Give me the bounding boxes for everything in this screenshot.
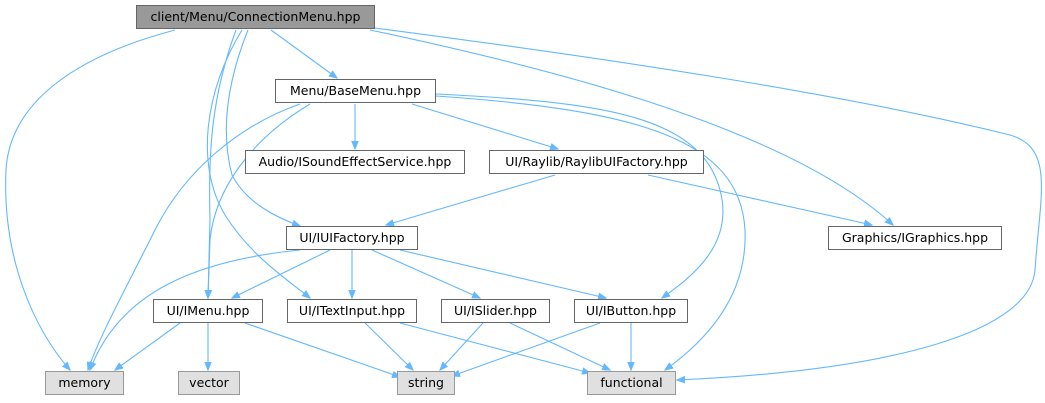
node-imenu[interactable]: UI/IMenu.hpp — [153, 299, 263, 323]
node-islider[interactable]: UI/ISlider.hpp — [441, 299, 550, 323]
node-raylib-ui-factory[interactable]: UI/Raylib/RaylibUIFactory.hpp — [489, 150, 704, 174]
edge-islider-to-string — [440, 322, 484, 370]
edge-imenu-to-memory — [115, 322, 181, 370]
edge-iuifactory-to-memory — [90, 249, 301, 370]
edge-root-to-basemenu — [270, 29, 337, 78]
edge-iuifactory-to-islider — [371, 249, 480, 298]
node-iui-factory[interactable]: UI/IUIFactory.hpp — [286, 226, 418, 250]
edge-basemenu-to-ibutton — [435, 93, 724, 298]
edge-root-to-igraphics — [369, 29, 893, 225]
node-itext-input[interactable]: UI/ITextInput.hpp — [287, 299, 417, 323]
node-vector[interactable]: vector — [178, 371, 240, 395]
node-string[interactable]: string — [397, 371, 455, 395]
edge-basemenu-to-functional — [435, 95, 746, 370]
edge-root-to-iuifactory — [225, 29, 300, 226]
edge-itextinput-to-string — [364, 322, 413, 370]
node-memory[interactable]: memory — [45, 371, 124, 395]
edge-iuifactory-to-ibutton — [399, 249, 606, 298]
node-ibutton[interactable]: UI/IButton.hpp — [574, 299, 688, 323]
edge-islider-to-functional — [509, 322, 610, 370]
edge-root-to-functional — [374, 27, 1042, 380]
edge-iuifactory-to-imenu — [232, 249, 331, 298]
edge-raylibfactory-to-iuifactory — [386, 174, 556, 225]
edge-basemenu-to-memory — [88, 103, 301, 370]
node-functional[interactable]: functional — [587, 371, 676, 395]
node-sound-effect-service[interactable]: Audio/ISoundEffectService.hpp — [245, 150, 465, 174]
edge-basemenu-to-imenu — [208, 103, 311, 298]
edge-basemenu-to-raylibfactory — [411, 103, 558, 149]
edge-ibutton-to-string — [452, 322, 601, 376]
edge-imenu-to-string — [244, 322, 400, 377]
node-base-menu[interactable]: Menu/BaseMenu.hpp — [275, 79, 436, 103]
edge-itextinput-to-functional — [399, 322, 590, 373]
edge-raylibfactory-to-igraphics — [647, 174, 872, 225]
edge-root-to-memory — [5, 29, 176, 370]
edge-root-to-itextinput — [206, 29, 310, 298]
edge-root-to-imenu — [208, 29, 237, 298]
node-connection-menu[interactable]: client/Menu/ConnectionMenu.hpp — [136, 5, 375, 29]
node-igraphics[interactable]: Graphics/IGraphics.hpp — [828, 226, 1002, 250]
